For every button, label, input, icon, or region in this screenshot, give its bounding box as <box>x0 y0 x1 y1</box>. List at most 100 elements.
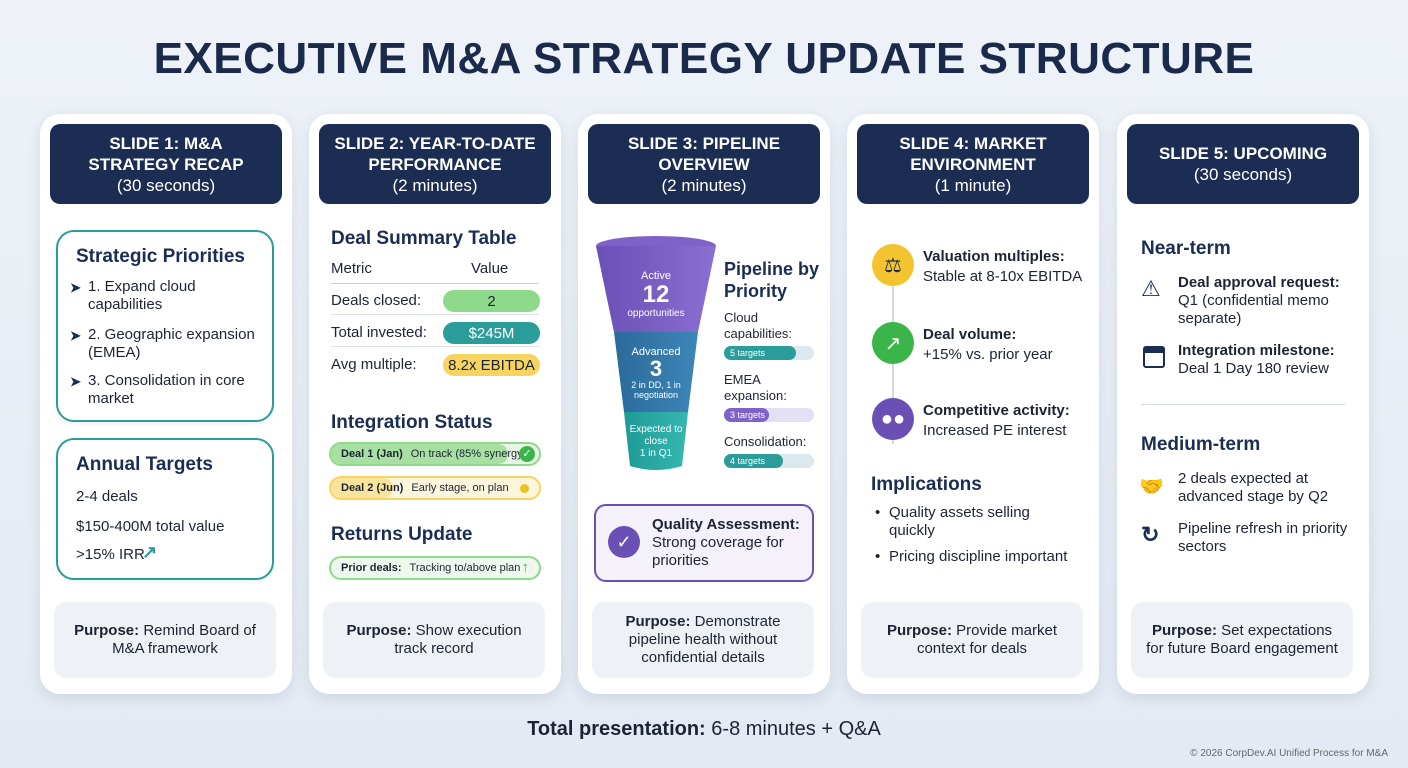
progress-fill <box>331 444 508 464</box>
slide-4-card: SLIDE 4: MARKET ENVIRONMENT (1 minute) ⚖… <box>847 114 1099 694</box>
chevron-right-icon: ➤ <box>70 374 81 389</box>
bullet-icon: • <box>875 504 881 521</box>
implications-title: Implications <box>871 474 982 495</box>
medium-term-title: Medium-term <box>1141 434 1261 455</box>
check-icon: ✓ <box>519 446 535 462</box>
returns-update-title: Returns Update <box>331 524 473 545</box>
page-title: EXECUTIVE M&A STRATEGY UPDATE STRUCTURE <box>153 34 1255 83</box>
table-divider <box>331 346 539 347</box>
funnel-active-stage <box>596 246 716 332</box>
slide-2-purpose: Purpose: Show execution track record <box>323 602 545 678</box>
funnel-advanced-sub: 2 in DD, 1 in negotiation <box>631 380 681 400</box>
priority-bar: 3 targets <box>724 408 769 422</box>
funnel-advanced-value: 3 <box>649 356 663 381</box>
table-row-value: 8.2x EBITDA <box>443 354 540 376</box>
near-term-title: Near-term <box>1141 238 1231 259</box>
implication-item: Pricing discipline important <box>889 548 1068 565</box>
priority-bar-track: 3 targets <box>724 408 814 422</box>
returns-label: Prior deals: <box>341 562 402 574</box>
footer-total: Total presentation: 6-8 minutes + Q&A <box>0 718 1408 741</box>
funnel-close-sub: 1 in Q1 <box>639 448 673 459</box>
slide-1-duration: (30 seconds) <box>116 175 216 195</box>
slide-1-card: SLIDE 1: M&A STRATEGY RECAP (30 seconds)… <box>40 114 292 694</box>
target-item: 2-4 deals <box>76 488 138 505</box>
funnel-active-value: 12 <box>642 281 670 308</box>
slide-5-purpose: Purpose: Set expectations for future Boa… <box>1131 602 1353 678</box>
deal-status: Early stage, on plan <box>411 482 509 494</box>
footer-text: 6-8 minutes + Q&A <box>711 718 881 740</box>
slide-4-header: SLIDE 4: MARKET ENVIRONMENT (1 minute) <box>857 124 1089 204</box>
funnel-close-text: Expected to close 1 in Q1 <box>624 424 688 460</box>
pipeline-priority-title: Pipeline by Priority <box>724 259 820 301</box>
priority-bar: 4 targets <box>724 454 783 468</box>
purpose-label: Purpose: <box>346 622 412 639</box>
slide-4-heading: SLIDE 4: MARKET ENVIRONMENT <box>899 133 1047 174</box>
slide-2-card: SLIDE 2: YEAR-TO-DATE PERFORMANCE (2 min… <box>309 114 561 694</box>
purpose-text: Provide market context for deals <box>916 622 1058 657</box>
slide-5-header: SLIDE 5: UPCOMING (30 seconds) <box>1127 124 1359 204</box>
table-row-metric: Deals closed: <box>331 292 422 309</box>
target-item: >15% IRR <box>76 546 145 563</box>
refresh-icon: ↻ <box>1141 522 1160 547</box>
priority-label: Consolidation: <box>724 434 807 449</box>
table-row-metric: Total invested: <box>331 324 427 341</box>
market-item-title: Deal volume: <box>923 326 1017 343</box>
funnel-advanced-text: Advanced 3 2 in DD, 1 in negotiation <box>614 346 698 400</box>
integration-status-bar: Deal 2 (Jun) Early stage, on plan <box>329 476 541 500</box>
funnel-active-label: Active <box>641 270 671 282</box>
quality-assessment-box: ✓ Quality Assessment: Strong coverage fo… <box>594 504 814 582</box>
calendar-icon <box>1143 346 1165 368</box>
deal-summary-title: Deal Summary Table <box>331 228 517 249</box>
integration-status-bar: Deal 1 (Jan) On track (85% synergy) ✓ <box>329 442 541 466</box>
table-header-value: Value <box>471 260 509 277</box>
divider <box>1141 404 1345 405</box>
bullet-icon: • <box>875 548 881 565</box>
slide-4-purpose: Purpose: Provide market context for deal… <box>861 602 1083 678</box>
priority-bar-track: 4 targets <box>724 454 814 468</box>
implication-item: Quality assets selling quickly <box>889 504 1030 539</box>
funnel-active-sub: opportunities <box>627 308 685 319</box>
near-term-title-item: Integration milestone: <box>1178 342 1335 359</box>
slide-1-header: SLIDE 1: M&A STRATEGY RECAP (30 seconds) <box>50 124 282 204</box>
market-item-text: Stable at 8-10x EBITDA <box>923 268 1083 285</box>
market-item-text: +15% vs. prior year <box>923 346 1053 363</box>
priority-label: Cloud capabilities: <box>724 310 792 341</box>
purpose-label: Purpose: <box>625 613 691 630</box>
calendar-icon-band <box>1145 348 1163 353</box>
market-item-title: Competitive activity: <box>923 402 1070 419</box>
warning-icon: ⚠ <box>1141 276 1161 301</box>
slide-1-purpose: Purpose: Remind Board of M&A framework <box>54 602 276 678</box>
table-row-value: 2 <box>443 290 540 312</box>
status-dot-icon <box>520 484 529 493</box>
returns-status-bar: Prior deals: Tracking to/above plan ↑ <box>329 556 541 580</box>
purpose-label: Purpose: <box>1151 622 1217 639</box>
slide-4-duration: (1 minute) <box>934 175 1012 195</box>
group-icon: ●● <box>872 398 914 440</box>
slide-3-card: SLIDE 3: PIPELINE OVERVIEW (2 minutes) A… <box>578 114 830 694</box>
table-row-value: $245M <box>443 322 540 344</box>
handshake-icon: 🤝 <box>1139 476 1164 498</box>
medium-term-item: 2 deals expected at advanced stage by Q2 <box>1178 470 1329 505</box>
market-item-text: Increased PE interest <box>923 422 1067 439</box>
purpose-label: Purpose: <box>74 622 140 639</box>
footer-label: Total presentation: <box>527 718 706 740</box>
slide-2-duration: (2 minutes) <box>392 175 478 195</box>
priority-item: 2. Geographic expansion (EMEA) <box>88 326 255 361</box>
medium-term-item: Pipeline refresh in priority sectors <box>1178 520 1348 555</box>
purpose-text: Demonstrate pipeline health without conf… <box>628 613 781 666</box>
market-item-title: Valuation multiples: <box>923 248 1065 265</box>
purpose-text: Set expectations for future Board engage… <box>1146 622 1338 657</box>
slide-5-heading: SLIDE 5: UPCOMING <box>1158 144 1328 163</box>
funnel-close-label: Expected to close <box>629 424 683 447</box>
annual-targets-box: Annual Targets 2-4 deals $150-400M total… <box>56 438 274 580</box>
purpose-label: Purpose: <box>886 622 952 639</box>
priority-label: EMEA expansion: <box>724 372 787 403</box>
slide-3-heading: SLIDE 3: PIPELINE OVERVIEW <box>627 133 781 174</box>
slide-3-duration: (2 minutes) <box>661 175 747 195</box>
quality-text: Strong coverage for priorities <box>652 534 784 569</box>
check-circle-icon: ✓ <box>608 526 640 558</box>
priority-item: 3. Consolidation in core market <box>88 372 245 407</box>
copyright-text: © 2026 CorpDev.AI Unified Process for M&… <box>1190 748 1388 759</box>
pipeline-funnel <box>596 236 716 470</box>
strategic-priorities-title: Strategic Priorities <box>76 246 245 267</box>
